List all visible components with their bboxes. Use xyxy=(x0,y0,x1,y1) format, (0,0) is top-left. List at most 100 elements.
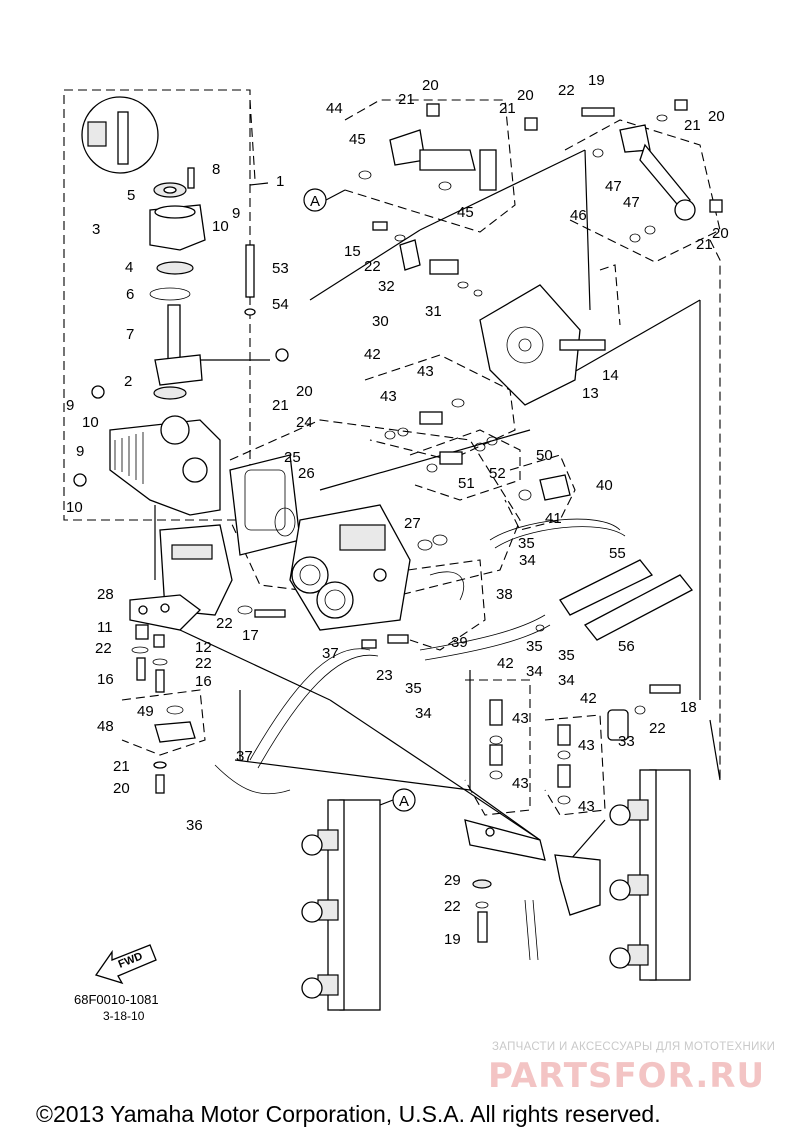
callout-53: 53 xyxy=(272,260,289,277)
callout-43-4: 43 xyxy=(512,775,529,792)
callout-44: 44 xyxy=(326,100,343,117)
callout-20-2: 20 xyxy=(517,87,534,104)
callout-22-7: 22 xyxy=(444,898,461,915)
watermark-brand: PARTSFOR.RU xyxy=(488,1056,766,1096)
callout-55: 55 xyxy=(609,545,626,562)
callout-35-3: 35 xyxy=(526,638,543,655)
callout-36: 36 xyxy=(186,817,203,834)
callout-13: 13 xyxy=(582,385,599,402)
callout-8: 8 xyxy=(212,161,220,178)
callout-49: 49 xyxy=(137,703,154,720)
callout-32: 32 xyxy=(378,278,395,295)
callout-25: 25 xyxy=(284,449,301,466)
callout-16-2: 16 xyxy=(195,673,212,690)
callout-20: 20 xyxy=(422,77,439,94)
callout-34-4: 34 xyxy=(558,672,575,689)
callout-22-4: 22 xyxy=(195,655,212,672)
callout-19: 19 xyxy=(588,72,605,89)
callout-29: 29 xyxy=(444,872,461,889)
leader-lines xyxy=(154,149,721,861)
callout-45: 45 xyxy=(349,131,366,148)
injector-parts xyxy=(489,684,681,805)
callout-41: 41 xyxy=(545,510,562,527)
callout-34: 34 xyxy=(519,552,536,569)
copyright-notice: ©2013 Yamaha Motor Corporation, U.S.A. A… xyxy=(36,1101,661,1127)
callout-22-6: 22 xyxy=(649,720,666,737)
callout-3: 3 xyxy=(92,221,100,238)
callout-17: 17 xyxy=(242,627,259,644)
callout-22-5: 22 xyxy=(216,615,233,632)
callout-37: 37 xyxy=(322,645,339,662)
callout-21: 21 xyxy=(398,91,415,108)
callout-23: 23 xyxy=(376,667,393,684)
callout-6: 6 xyxy=(126,286,134,303)
drawing-date: 3-18-10 xyxy=(103,1009,145,1023)
callout-35: 35 xyxy=(518,535,535,552)
callout-11: 11 xyxy=(97,619,113,636)
callout-22: 22 xyxy=(558,82,575,99)
callout-10-3: 10 xyxy=(66,499,83,516)
callout-21-4: 21 xyxy=(272,397,289,414)
callout-54: 54 xyxy=(272,296,289,313)
callout-10-2: 10 xyxy=(82,414,99,431)
callout-18: 18 xyxy=(680,699,697,716)
check-valves xyxy=(384,398,571,501)
cooling-fins xyxy=(114,432,144,484)
ref-marker-a-top-label: A xyxy=(310,193,320,210)
callout-22-2: 22 xyxy=(364,258,381,275)
callout-42-3: 42 xyxy=(580,690,597,707)
callout-34-2: 34 xyxy=(415,705,432,722)
callout-31: 31 xyxy=(425,303,442,320)
fuel-pump-assembly xyxy=(73,96,289,516)
hose-fittings xyxy=(358,99,723,243)
callout-4: 4 xyxy=(125,259,133,276)
callout-50: 50 xyxy=(536,447,553,464)
callout-35-2: 35 xyxy=(405,680,422,697)
fuel-rail xyxy=(464,819,601,961)
injector-rail-left xyxy=(301,799,381,1011)
callout-52: 52 xyxy=(489,465,506,482)
callout-40: 40 xyxy=(596,477,613,494)
watermark-subtitle: ЗАПЧАСТИ И АКСЕССУАРЫ ДЛЯ МОТОТЕХНИКИ xyxy=(492,1041,776,1053)
callout-7: 7 xyxy=(126,326,134,343)
callout-20-5: 20 xyxy=(712,225,729,242)
callout-43-2: 43 xyxy=(417,363,434,380)
callout-28: 28 xyxy=(97,586,114,603)
callout-47-2: 47 xyxy=(623,194,640,211)
callout-33: 33 xyxy=(618,733,635,750)
oil-injection-block xyxy=(372,221,606,406)
callout-26: 26 xyxy=(298,465,315,482)
callout-46: 46 xyxy=(570,207,587,224)
callout-43-6: 43 xyxy=(578,798,595,815)
callout-20-6: 20 xyxy=(113,780,130,797)
callout-35-4: 35 xyxy=(558,647,575,664)
callout-38: 38 xyxy=(496,586,513,603)
callout-56: 56 xyxy=(618,638,635,655)
callout-9: 9 xyxy=(232,205,240,222)
callout-30: 30 xyxy=(372,313,389,330)
callout-42-2: 42 xyxy=(497,655,514,672)
callout-51: 51 xyxy=(458,475,475,492)
callout-21-6: 21 xyxy=(113,758,130,775)
callout-24: 24 xyxy=(296,414,313,431)
callout-10: 10 xyxy=(212,218,229,235)
callout-20-4: 20 xyxy=(296,383,313,400)
callout-5: 5 xyxy=(127,187,135,204)
callout-47: 47 xyxy=(605,178,622,195)
callout-21-2: 21 xyxy=(499,100,516,117)
callout-9-3: 9 xyxy=(76,443,84,460)
ref-marker-a-top: A xyxy=(303,188,346,212)
callout-2: 2 xyxy=(124,373,132,390)
bracket-assembly xyxy=(129,524,233,794)
callout-19-2: 19 xyxy=(444,931,461,948)
callout-20-3: 20 xyxy=(708,108,725,125)
callout-9-2: 9 xyxy=(66,397,74,414)
ref-marker-a-bottom-label: A xyxy=(399,793,409,810)
callout-14: 14 xyxy=(602,367,619,384)
injector-rail-right xyxy=(609,769,691,981)
callout-45-2: 45 xyxy=(457,204,474,221)
callout-37-2: 37 xyxy=(236,748,253,765)
callout-22-3: 22 xyxy=(95,640,112,657)
